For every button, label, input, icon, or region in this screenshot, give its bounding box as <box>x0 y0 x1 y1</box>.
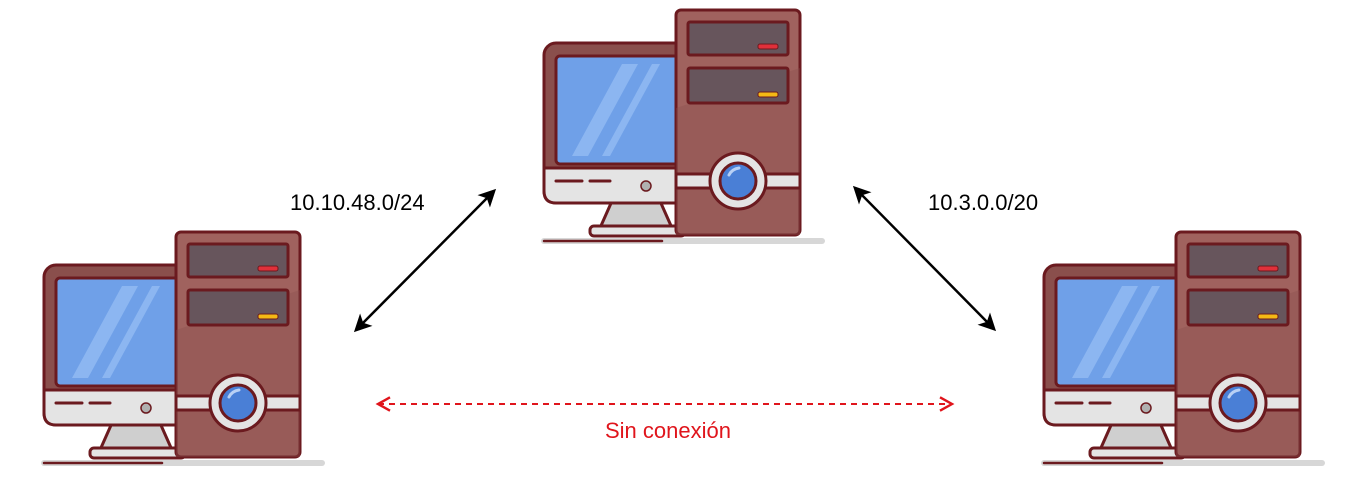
desktop-computer-icon <box>1044 232 1322 463</box>
link-left-arrow <box>353 188 497 333</box>
desktop-computer-icon <box>544 10 822 241</box>
link-left-label: 10.10.48.0/24 <box>290 190 425 215</box>
no-connection-label: Sin conexión <box>605 418 731 443</box>
link-right-label: 10.3.0.0/20 <box>928 190 1039 215</box>
computer-center <box>544 10 822 241</box>
computer-right <box>1044 232 1322 463</box>
link-right-arrow <box>852 185 997 332</box>
desktop-computer-icon <box>44 232 322 463</box>
computer-left <box>44 232 322 463</box>
